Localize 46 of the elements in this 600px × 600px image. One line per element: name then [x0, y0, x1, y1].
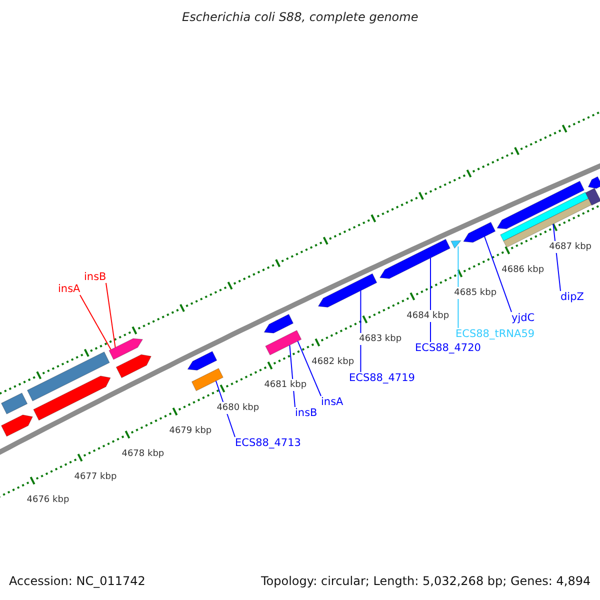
gene-block — [265, 330, 302, 356]
tick-label: 4686 kbp — [500, 264, 546, 276]
leader-line — [106, 282, 116, 348]
gene-label: insA — [58, 283, 80, 295]
gene-block — [450, 240, 462, 249]
gene-label: ECS88_tRNA59 — [456, 328, 535, 340]
gene-block — [463, 222, 496, 243]
leader-line — [297, 340, 322, 396]
gene-label: insA — [321, 396, 344, 408]
tick-label: 4679 kbp — [168, 424, 213, 437]
gene-block — [264, 314, 294, 334]
gene-block — [496, 180, 585, 230]
gene-label: ECS88_4720 — [415, 342, 481, 354]
footer-text: Topology: circular; Length: 5,032,268 bp; Genes: 4,894 — [261, 575, 591, 587]
gene-label: ECS88_4713 — [235, 437, 301, 449]
gene-label: insB — [295, 407, 318, 419]
feature-bar — [26, 352, 110, 402]
tick-label: 4687 kbp — [548, 240, 593, 253]
feature-bar — [0, 392, 28, 414]
title: Escherichia coli S88, complete genome — [182, 11, 418, 23]
feature-bar — [500, 192, 589, 242]
tick-label: 4676 kbp — [26, 494, 70, 506]
tick-label: 4681 kbp — [263, 378, 308, 391]
gene-block — [588, 176, 600, 189]
gene-block — [116, 354, 152, 378]
tick-label: 4683 kbp — [358, 332, 403, 345]
gene-block — [33, 376, 111, 421]
gene-block — [0, 414, 34, 437]
gene-block — [379, 238, 450, 279]
leader-line — [484, 236, 512, 312]
gene-block — [318, 273, 378, 308]
gene-block — [187, 351, 218, 370]
gene-label: dipZ — [560, 291, 584, 303]
gene-label: ECS88_4719 — [349, 372, 415, 384]
gene-block — [191, 368, 224, 392]
tick-label: 4678 kbp — [120, 448, 166, 460]
tick-label: 4682 kbp — [310, 356, 356, 368]
gene-label: insB — [84, 271, 106, 283]
tick-label: 4684 kbp — [406, 310, 450, 322]
tick-label: 4685 kbp — [453, 286, 498, 299]
gene-block — [108, 338, 144, 360]
leader-line — [80, 294, 112, 350]
footer-text: Accession: NC_011742 — [9, 575, 146, 587]
gene-label: yjdC — [512, 312, 535, 324]
tick-label: 4680 kbp — [216, 402, 260, 414]
tick-label: 4677 kbp — [73, 470, 118, 483]
